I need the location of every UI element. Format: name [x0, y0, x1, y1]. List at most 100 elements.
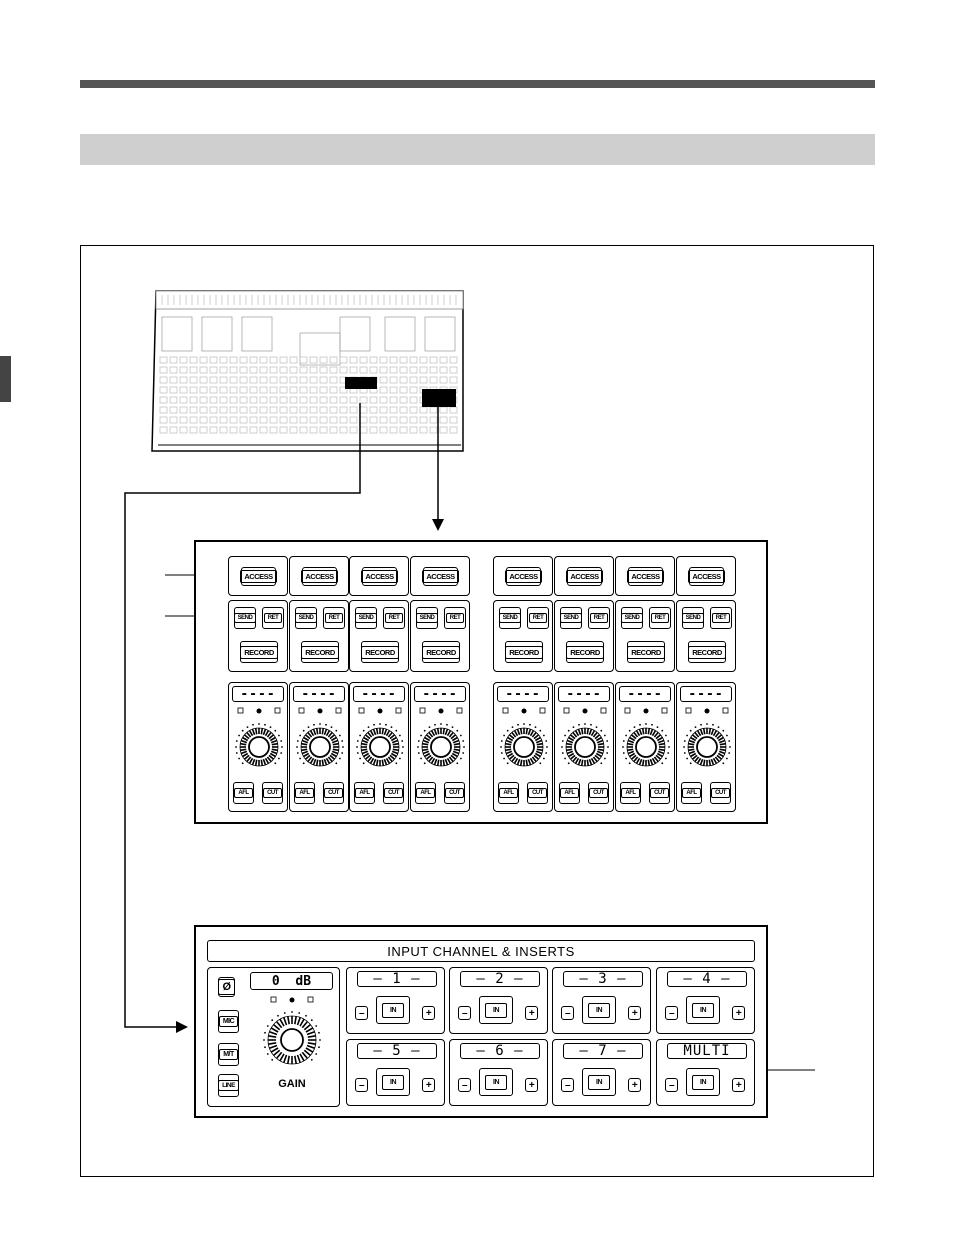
cut-button[interactable]: CUT — [262, 782, 283, 804]
record-button[interactable]: RECORD — [361, 641, 399, 663]
insert-module: – 6 – – IN + — [449, 1039, 548, 1106]
afl-button[interactable]: AFL — [681, 782, 702, 804]
minus-button[interactable]: – — [561, 1006, 574, 1020]
access-button[interactable]: ACCESS — [361, 567, 398, 586]
ret-button[interactable]: RET — [710, 607, 732, 629]
send-button[interactable]: SEND — [620, 607, 644, 629]
send-label: SEND — [620, 613, 644, 623]
level-knob[interactable] — [681, 707, 733, 777]
send-button[interactable]: SEND — [498, 607, 522, 629]
cut-button[interactable]: CUT — [444, 782, 465, 804]
level-knob[interactable] — [354, 707, 406, 777]
plus-button[interactable]: + — [422, 1078, 435, 1092]
cut-label: CUT — [384, 788, 403, 798]
insert-in-button[interactable]: IN — [376, 1068, 410, 1096]
afl-button[interactable]: AFL — [559, 782, 580, 804]
record-label: RECORD — [361, 645, 399, 659]
send-button[interactable]: SEND — [559, 607, 583, 629]
level-knob[interactable] — [559, 707, 611, 777]
record-button[interactable]: RECORD — [566, 641, 604, 663]
insert-in-button[interactable]: IN — [686, 996, 720, 1024]
ret-button[interactable]: RET — [383, 607, 405, 629]
level-knob[interactable] — [620, 707, 672, 777]
phase-button[interactable]: Ø — [218, 977, 235, 997]
minus-button[interactable]: – — [355, 1006, 368, 1020]
access-button[interactable]: ACCESS — [240, 567, 277, 586]
send-label: SEND — [559, 613, 583, 623]
send-ret-module: SEND RET RECORD — [493, 600, 553, 672]
cut-button[interactable]: CUT — [527, 782, 548, 804]
led-indicator — [438, 708, 444, 714]
insert-in-button[interactable]: IN — [376, 996, 410, 1024]
level-knob[interactable] — [294, 707, 346, 777]
mt-button[interactable]: M/T — [218, 1043, 239, 1066]
access-button[interactable]: ACCESS — [301, 567, 338, 586]
send-button[interactable]: SEND — [354, 607, 378, 629]
record-button[interactable]: RECORD — [505, 641, 543, 663]
access-button[interactable]: ACCESS — [422, 567, 459, 586]
afl-button[interactable]: AFL — [233, 782, 254, 804]
plus-button[interactable]: + — [628, 1078, 641, 1092]
insert-in-button[interactable]: IN — [479, 996, 513, 1024]
afl-button[interactable]: AFL — [498, 782, 519, 804]
send-button[interactable]: SEND — [415, 607, 439, 629]
plus-button[interactable]: + — [525, 1078, 538, 1092]
insert-in-button[interactable]: IN — [582, 996, 616, 1024]
console-overview — [151, 290, 464, 452]
minus-button[interactable]: – — [458, 1006, 471, 1020]
ret-button[interactable]: RET — [588, 607, 610, 629]
cut-button[interactable]: CUT — [323, 782, 344, 804]
ret-button[interactable]: RET — [444, 607, 466, 629]
insert-in-button[interactable]: IN — [479, 1068, 513, 1096]
level-knob[interactable] — [415, 707, 467, 777]
access-button[interactable]: ACCESS — [627, 567, 664, 586]
ret-button[interactable]: RET — [323, 607, 345, 629]
plus-button[interactable]: + — [422, 1006, 435, 1020]
minus-button[interactable]: – — [665, 1078, 678, 1092]
send-button[interactable]: SEND — [233, 607, 257, 629]
minus-button[interactable]: – — [355, 1078, 368, 1092]
record-button[interactable]: RECORD — [240, 641, 278, 663]
send-label: SEND — [233, 613, 257, 623]
gain-module: Ø MIC M/T LINE 0 dB GAIN — [207, 967, 340, 1107]
insert-module: MULTI – IN + — [656, 1039, 755, 1106]
cut-button[interactable]: CUT — [710, 782, 731, 804]
access-button[interactable]: ACCESS — [566, 567, 603, 586]
record-button[interactable]: RECORD — [688, 641, 726, 663]
gain-knob[interactable] — [262, 996, 322, 1078]
afl-button[interactable]: AFL — [620, 782, 641, 804]
minus-button[interactable]: – — [561, 1078, 574, 1092]
record-button[interactable]: RECORD — [627, 641, 665, 663]
cut-button[interactable]: CUT — [383, 782, 404, 804]
insert-module: – 3 – – IN + — [552, 967, 651, 1034]
plus-button[interactable]: + — [525, 1006, 538, 1020]
ret-button[interactable]: RET — [262, 607, 284, 629]
plus-button[interactable]: + — [628, 1006, 641, 1020]
ret-button[interactable]: RET — [649, 607, 671, 629]
send-button[interactable]: SEND — [681, 607, 705, 629]
cut-button[interactable]: CUT — [588, 782, 609, 804]
afl-button[interactable]: AFL — [294, 782, 315, 804]
level-knob[interactable] — [233, 707, 285, 777]
record-button[interactable]: RECORD — [301, 641, 339, 663]
access-label: ACCESS — [422, 570, 459, 583]
level-knob[interactable] — [498, 707, 550, 777]
send-button[interactable]: SEND — [294, 607, 318, 629]
record-button[interactable]: RECORD — [422, 641, 460, 663]
access-button[interactable]: ACCESS — [505, 567, 542, 586]
afl-button[interactable]: AFL — [354, 782, 375, 804]
access-button[interactable]: ACCESS — [688, 567, 725, 586]
insert-in-button[interactable]: IN — [686, 1068, 720, 1096]
cut-label: CUT — [650, 788, 669, 798]
afl-button[interactable]: AFL — [415, 782, 436, 804]
mic-button[interactable]: MIC — [218, 1010, 239, 1033]
ret-button[interactable]: RET — [527, 607, 549, 629]
plus-button[interactable]: + — [732, 1078, 745, 1092]
cut-button[interactable]: CUT — [649, 782, 670, 804]
insert-label: – 7 – — [563, 1043, 643, 1059]
minus-button[interactable]: – — [458, 1078, 471, 1092]
line-button[interactable]: LINE — [218, 1074, 239, 1097]
insert-in-button[interactable]: IN — [582, 1068, 616, 1096]
plus-button[interactable]: + — [732, 1006, 745, 1020]
minus-button[interactable]: – — [665, 1006, 678, 1020]
